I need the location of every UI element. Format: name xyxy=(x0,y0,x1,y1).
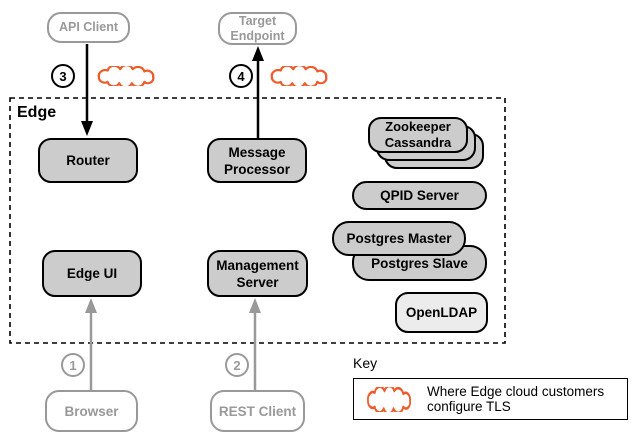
node-zookeeper-label: Zookeeper xyxy=(385,119,451,134)
node-api-client: API Client xyxy=(47,12,130,43)
node-router: Router xyxy=(38,138,138,183)
node-postgres-master: Postgres Master xyxy=(332,221,466,256)
node-management-server: Management Server xyxy=(207,250,308,297)
step-marker-3: 3 xyxy=(51,64,75,88)
node-target-endpoint: Target Endpoint xyxy=(218,12,297,45)
node-edge-ui-label: Edge UI xyxy=(66,266,118,281)
key-description-line1: Where Edge cloud customers xyxy=(427,383,605,399)
node-target-endpoint-label-line1: Target xyxy=(238,13,277,28)
arrow-message-processor-to-target xyxy=(252,46,264,138)
node-cassandra-label: Cassandra xyxy=(384,135,452,150)
node-rest-client: REST Client xyxy=(210,390,305,432)
node-browser: Browser xyxy=(45,390,138,432)
key-description-line2: configure TLS xyxy=(427,399,511,414)
node-management-server-label-line1: Management xyxy=(216,257,299,273)
step-marker-2-number: 2 xyxy=(233,357,241,373)
node-message-processor-label-line2: Processor xyxy=(223,161,291,177)
step-marker-1: 1 xyxy=(61,353,85,377)
node-qpid-server-label: QPID Server xyxy=(380,188,459,203)
node-openldap-label: OpenLDAP xyxy=(405,305,478,320)
node-target-endpoint-label-line2: Endpoint xyxy=(230,28,285,43)
arrow-api-client-to-router xyxy=(81,44,93,136)
node-rest-client-label: REST Client xyxy=(218,403,297,419)
node-zookeeper-cassandra: Zookeeper Cassandra xyxy=(368,117,468,153)
arrow-rest-client-to-management-server xyxy=(249,298,261,390)
key-description: Where Edge cloud customers configure TLS xyxy=(427,384,604,415)
node-edge-ui: Edge UI xyxy=(42,250,142,297)
step-marker-4: 4 xyxy=(229,64,253,88)
step-marker-3-number: 3 xyxy=(59,68,67,84)
tls-cloud-icon-3 xyxy=(97,66,155,86)
node-api-client-label: API Client xyxy=(58,20,119,34)
key-legend-box: Where Edge cloud customers configure TLS xyxy=(353,378,628,420)
step-marker-1-number: 1 xyxy=(69,357,77,373)
node-router-label: Router xyxy=(66,153,110,168)
node-browser-label: Browser xyxy=(64,403,119,419)
node-management-server-label-line2: Server xyxy=(236,274,279,290)
node-postgres-master-label: Postgres Master xyxy=(346,231,452,246)
node-openldap: OpenLDAP xyxy=(395,292,488,333)
arrow-browser-to-edge-ui xyxy=(85,298,97,390)
node-postgres-slave-label: Postgres Slave xyxy=(371,255,468,271)
key-title: Key xyxy=(353,355,378,371)
node-qpid-server: QPID Server xyxy=(352,181,487,210)
tls-cloud-icon-key xyxy=(367,386,412,412)
tls-cloud-icon-4 xyxy=(270,66,328,86)
step-marker-4-number: 4 xyxy=(237,68,245,84)
node-message-processor: Message Processor xyxy=(207,138,307,183)
step-marker-2: 2 xyxy=(225,353,249,377)
edge-group-label: Edge xyxy=(17,104,57,121)
node-message-processor-label-line1: Message xyxy=(228,144,286,160)
